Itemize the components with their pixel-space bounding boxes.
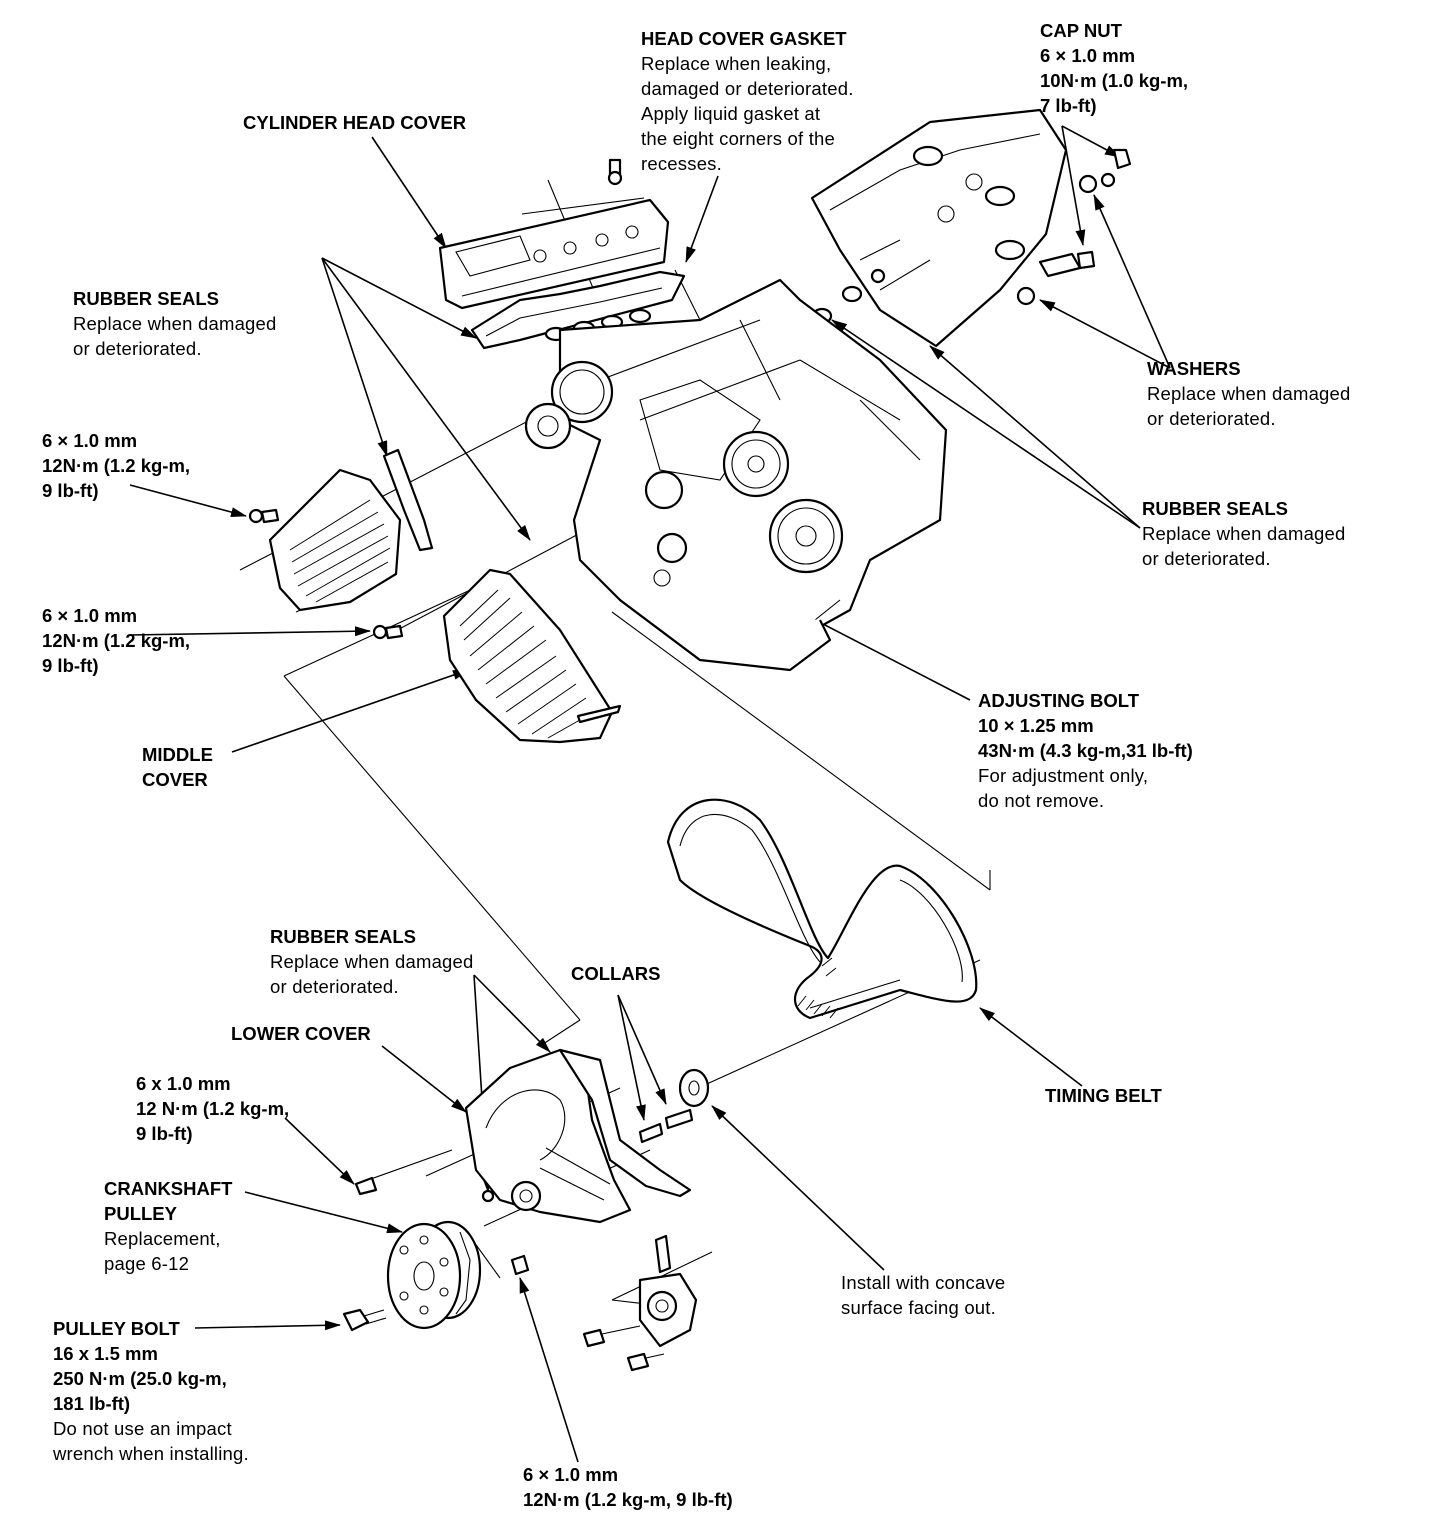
cap-nut-spec-2: 10N·m (1.0 kg-m, [1040,70,1189,91]
timing-belt-title: TIMING BELT [1045,1085,1162,1106]
label-bolt-bottom: 6 × 1.0 mm 12N·m (1.2 kg-m, 9 lb-ft) [523,1462,733,1512]
head-cover-gasket [470,270,686,350]
label-head-cover-gasket: HEAD COVER GASKET Replace when leaking, … [641,26,854,176]
collars-title: COLLARS [571,963,661,984]
bolt-lower-left-spec-3: 9 lb-ft) [136,1123,193,1144]
bolt-middle-left-spec-3: 9 lb-ft) [42,655,99,676]
bolt-lower-left-spec-1: 6 x 1.0 mm [136,1073,231,1094]
middle-cover-title-2: COVER [142,769,208,790]
pulley-bolt-spec-1: 16 x 1.5 mm [53,1343,158,1364]
pulley-bolt-title: PULLEY BOLT [53,1318,180,1339]
install-note-desc-1: Install with concave [841,1272,1006,1293]
crankshaft-pulley-desc-1: Replacement, [104,1228,221,1249]
head-cover-gasket-title: HEAD COVER GASKET [641,28,847,49]
rubber-seals-right-title: RUBBER SEALS [1142,498,1288,519]
crankshaft-pulley [342,1220,482,1332]
bolt-upper-left-spec-1: 6 × 1.0 mm [42,430,138,451]
head-cover-gasket-desc-2: damaged or deteriorated. [641,78,854,99]
label-cylinder-head-cover: CYLINDER HEAD COVER [243,110,466,135]
label-timing-belt: TIMING BELT [1045,1083,1162,1108]
bolt-lower-left-spec-2: 12 N·m (1.2 kg-m, [136,1098,290,1119]
rubber-seals-lower-title: RUBBER SEALS [270,926,416,947]
cap-nut-spec-3: 7 lb-ft) [1040,95,1097,116]
pulley-bolt-desc-1: Do not use an impact [53,1418,232,1439]
adjusting-bolt-spec-2: 43N·m (4.3 kg-m,31 lb-ft) [978,740,1193,761]
cylinder-head-cover-title: CYLINDER HEAD COVER [243,112,467,133]
rubber-seals-lower-desc-1: Replace when damaged [270,951,474,972]
cylinder-head-cover-right [810,108,1132,348]
pulley-bolt-spec-3: 181 lb-ft) [53,1393,131,1414]
washers-desc-1: Replace when damaged [1147,383,1351,404]
cylinder-head-cover-left [438,158,670,310]
washers-title: WASHERS [1147,358,1241,379]
middle-cover-title-1: MIDDLE [142,744,213,765]
label-rubber-seals-right: RUBBER SEALS Replace when damaged or det… [1142,496,1346,571]
label-pulley-bolt: PULLEY BOLT 16 x 1.5 mm 250 N·m (25.0 kg… [53,1316,249,1466]
tensioner-assembly [510,1234,698,1372]
cap-nut-title: CAP NUT [1040,20,1122,41]
label-install-note: Install with concave surface facing out. [841,1270,1005,1320]
label-cap-nut: CAP NUT 6 × 1.0 mm 10N·m (1.0 kg-m, 7 lb… [1040,18,1188,118]
pulley-bolt-desc-2: wrench when installing. [53,1443,249,1464]
rubber-seals-top-desc-1: Replace when damaged [73,313,277,334]
adjusting-bolt-title: ADJUSTING BOLT [978,690,1140,711]
bolt-upper-left-spec-2: 12N·m (1.2 kg-m, [42,455,191,476]
bolt-bottom-spec-2: 12N·m (1.2 kg-m, 9 lb-ft) [523,1489,733,1510]
bolt-bottom-spec-1: 6 × 1.0 mm [523,1464,619,1485]
adjusting-bolt-desc-1: For adjustment only, [978,765,1149,786]
adjusting-bolt-desc-2: do not remove. [978,790,1105,811]
washer-concave [678,1068,710,1108]
cap-nut-spec-1: 6 × 1.0 mm [1040,45,1136,66]
label-rubber-seals-top: RUBBER SEALS Replace when damaged or det… [73,286,277,361]
bolt-middle-left-spec-1: 6 × 1.0 mm [42,605,138,626]
label-collars: COLLARS [571,961,660,986]
lower-cover [354,1048,694,1224]
upper-left-cover [248,448,434,612]
label-lower-cover: LOWER COVER [231,1021,371,1046]
bolt-middle-left-spec-2: 12N·m (1.2 kg-m, [42,630,191,651]
engine-block [524,278,948,672]
middle-cover [372,568,622,744]
crankshaft-pulley-title-1: CRANKSHAFT [104,1178,233,1199]
rubber-seals-top-title: RUBBER SEALS [73,288,219,309]
head-cover-gasket-desc-4: the eight corners of the [641,128,836,149]
rubber-seals-top-desc-2: or deteriorated. [73,338,202,359]
adjusting-bolt-spec-1: 10 × 1.25 mm [978,715,1094,736]
label-bolt-lower-left: 6 x 1.0 mm 12 N·m (1.2 kg-m, 9 lb-ft) [136,1071,289,1146]
head-cover-gasket-desc-5: recesses. [641,153,722,174]
rubber-seals-lower-desc-2: or deteriorated. [270,976,399,997]
head-cover-gasket-desc-1: Replace when leaking, [641,53,832,74]
crankshaft-pulley-title-2: PULLEY [104,1203,177,1224]
label-rubber-seals-lower: RUBBER SEALS Replace when damaged or det… [270,924,474,999]
lower-cover-title: LOWER COVER [231,1023,371,1044]
bolt-upper-left-spec-3: 9 lb-ft) [42,480,99,501]
label-adjusting-bolt: ADJUSTING BOLT 10 × 1.25 mm 43N·m (4.3 k… [978,688,1193,813]
label-crankshaft-pulley: CRANKSHAFT PULLEY Replacement, page 6-12 [104,1176,232,1276]
head-cover-gasket-desc-3: Apply liquid gasket at [641,103,821,124]
install-note-desc-2: surface facing out. [841,1297,996,1318]
crankshaft-pulley-desc-2: page 6-12 [104,1253,190,1274]
label-bolt-upper-left: 6 × 1.0 mm 12N·m (1.2 kg-m, 9 lb-ft) [42,428,190,503]
label-washers: WASHERS Replace when damaged or deterior… [1147,356,1351,431]
label-bolt-middle-left: 6 × 1.0 mm 12N·m (1.2 kg-m, 9 lb-ft) [42,603,190,678]
timing-belt [666,798,978,1020]
rubber-seals-right-desc-1: Replace when damaged [1142,523,1346,544]
washers-desc-2: or deteriorated. [1147,408,1276,429]
label-middle-cover: MIDDLE COVER [142,742,213,792]
rubber-seals-right-desc-2: or deteriorated. [1142,548,1271,569]
pulley-bolt-spec-2: 250 N·m (25.0 kg-m, [53,1368,227,1389]
